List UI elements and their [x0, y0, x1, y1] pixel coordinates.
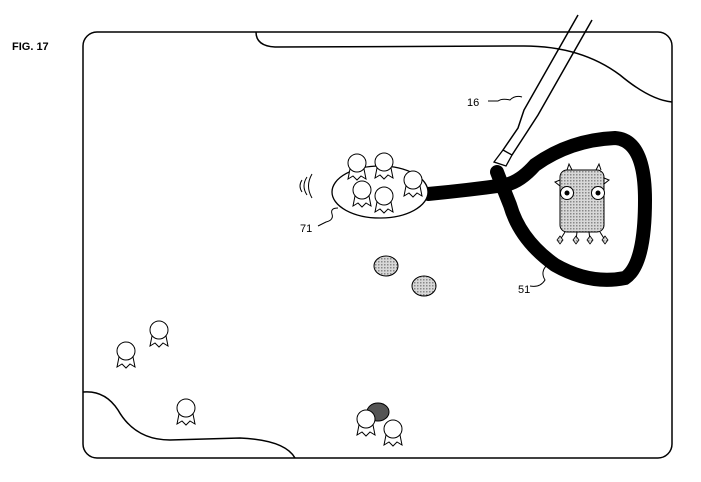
- enemy-monster: [554, 162, 610, 245]
- label-71: 71: [300, 223, 312, 235]
- stylus: [492, 14, 593, 167]
- leader-line-16: [488, 95, 523, 102]
- captured-character: [374, 186, 394, 214]
- terrain-top-right: [255, 31, 673, 103]
- figure-label: FIG. 17: [12, 41, 49, 53]
- leader-line-71: [317, 207, 339, 227]
- label-16: 16: [467, 97, 479, 109]
- screen-frame: [82, 31, 673, 459]
- terrain-bottom-left: [82, 391, 296, 459]
- drawn-line: [421, 130, 653, 287]
- character: [149, 320, 169, 348]
- coin: [373, 255, 399, 277]
- character: [356, 409, 376, 437]
- captured-character: [347, 153, 367, 181]
- character: [176, 398, 196, 426]
- coin: [411, 275, 437, 297]
- label-51: 51: [518, 284, 530, 296]
- captured-character: [374, 152, 394, 180]
- leader-line-51: [529, 264, 548, 287]
- captured-character: [352, 180, 372, 208]
- captured-character: [403, 170, 423, 198]
- sound-waves-icon: [299, 173, 313, 199]
- character: [383, 419, 403, 447]
- character: [116, 341, 136, 369]
